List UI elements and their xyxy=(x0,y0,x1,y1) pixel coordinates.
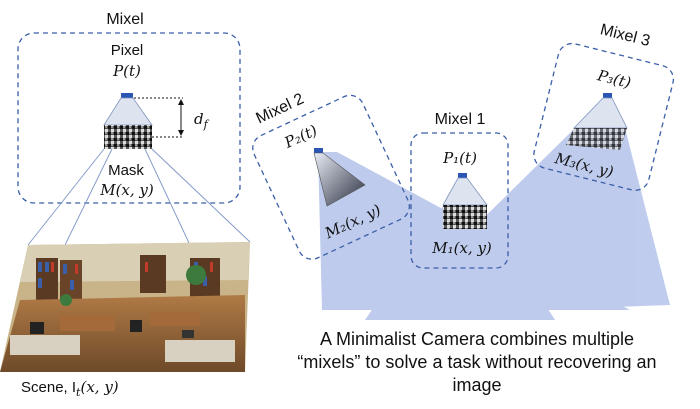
mixel-2-pixel-formula: P₂(t) xyxy=(281,121,320,152)
projection-lines xyxy=(27,148,251,246)
description: A Minimalist Camera combines multiple “m… xyxy=(297,329,656,395)
mixel-main-box xyxy=(17,32,241,204)
mixel-main: Mixel Pixel P(t) df Mask M(x, y) xyxy=(17,11,241,204)
distance-arrow-bottom xyxy=(178,130,184,136)
light-cones xyxy=(318,128,670,320)
mixel-3-frustum xyxy=(573,97,628,129)
mixel-3-pixel xyxy=(603,93,612,98)
mixel-3-mask xyxy=(566,128,627,150)
scene-caption: Scene, It(x, y) xyxy=(21,378,119,399)
scene-image xyxy=(0,242,250,372)
mask-formula: M(x, y) xyxy=(99,181,154,199)
description-line-3: image xyxy=(452,375,501,395)
distance-label: df xyxy=(194,110,210,131)
mixel-2-pixel xyxy=(314,148,323,153)
cone-mixel-1 xyxy=(365,203,555,320)
mixel-1-pixel xyxy=(458,173,467,178)
pixel-label: Pixel xyxy=(111,42,144,59)
mixel-3-pixel-formula: P₃(t) xyxy=(595,66,633,92)
mixel-3-title: Mixel 3 xyxy=(598,21,651,50)
mixel-1: Mixel 1 P₁(t) M₁(x, y) xyxy=(410,111,509,269)
mixel-1-frustum xyxy=(442,177,488,206)
pixel-frustum xyxy=(103,97,153,126)
mixel-main-title: Mixel xyxy=(106,11,143,28)
distance-arrow-top xyxy=(178,99,184,105)
description-line-1: A Minimalist Camera combines multiple xyxy=(320,329,634,349)
mixel-1-title: Mixel 1 xyxy=(435,111,486,128)
mixel-1-box xyxy=(410,132,509,269)
mixel-1-mask-formula: M₁(x, y) xyxy=(431,239,492,257)
pixel-formula: P(t) xyxy=(112,62,141,80)
mixel-1-pixel-formula: P₁(t) xyxy=(442,149,477,167)
description-line-2: “mixels” to solve a task without recover… xyxy=(297,352,656,372)
mask-label: Mask xyxy=(108,162,144,179)
mixel-2-box xyxy=(252,94,411,260)
mixel-3-box xyxy=(533,42,675,191)
mixel-1-mask xyxy=(443,205,487,229)
mixel-2-title: Mixel 2 xyxy=(254,90,307,127)
mask-pattern xyxy=(104,125,152,149)
cone-mixel-2 xyxy=(318,152,630,310)
mixel-2-frustum xyxy=(313,152,366,207)
pixel-element xyxy=(121,93,133,98)
